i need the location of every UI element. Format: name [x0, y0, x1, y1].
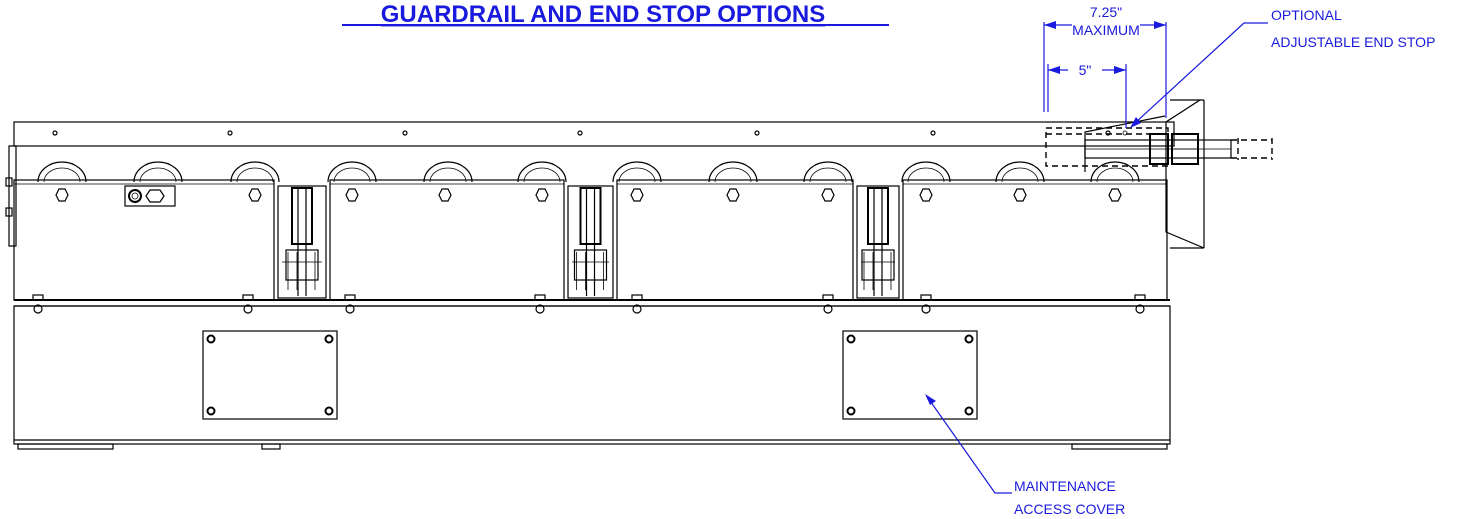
bolt-plate: [124, 185, 176, 207]
callout-access-cover-line1: MAINTENANCE: [1014, 478, 1116, 494]
callout-access-cover: MAINTENANCE ACCESS COVER: [925, 394, 1125, 517]
base-bolt: [920, 294, 932, 314]
roller: [708, 161, 758, 183]
side-panel: [329, 179, 565, 301]
callout-end-stop: OPTIONAL ADJUSTABLE END STOP: [1130, 7, 1435, 128]
roller: [517, 161, 567, 183]
access-cover-left: [202, 330, 338, 420]
hex-bolt: [438, 188, 452, 202]
rail-hole: [402, 130, 408, 136]
dimension-minimum-value: 5": [1079, 62, 1092, 78]
dimension-maximum-value: 7.25": [1090, 4, 1122, 20]
dimension-maximum: 7.25" MAXIMUM: [1043, 4, 1167, 118]
dimension-maximum-label: MAXIMUM: [1072, 22, 1140, 38]
roller-bracket: [567, 185, 614, 299]
roller: [133, 161, 183, 183]
rail-hole: [754, 130, 760, 136]
roller: [327, 161, 377, 183]
hex-bolt: [55, 188, 69, 202]
roller: [230, 161, 280, 183]
hex-bolt: [345, 188, 359, 202]
side-panel: [616, 179, 854, 301]
roller: [37, 161, 87, 183]
hex-bolt: [248, 188, 262, 202]
roller-bracket: [277, 185, 327, 299]
roller: [1090, 161, 1140, 183]
base-bolt: [32, 294, 44, 314]
hex-bolt: [1108, 188, 1122, 202]
roller-side-panels: [13, 179, 1168, 301]
hex-bolt: [535, 188, 549, 202]
roller-bracket: [856, 185, 900, 299]
roller: [803, 161, 853, 183]
rail-hole: [577, 130, 583, 136]
base-bolt: [344, 294, 356, 314]
hex-bolt: [821, 188, 835, 202]
base-bolt: [631, 294, 643, 314]
panel-brackets: [277, 185, 900, 299]
base-channel: [13, 294, 1171, 450]
hex-bolt: [630, 188, 644, 202]
guardrail: [13, 121, 1175, 147]
side-panel: [902, 179, 1168, 301]
hex-bolt: [919, 188, 933, 202]
hex-bolt: [1013, 188, 1027, 202]
drawing-title: GUARDRAIL AND END STOP OPTIONS: [381, 1, 826, 28]
rollers: [37, 161, 1140, 183]
base-bolt: [534, 294, 546, 314]
callout-end-stop-line1: OPTIONAL: [1271, 7, 1342, 23]
rail-hole: [1105, 130, 1111, 136]
base-bolt: [1134, 294, 1146, 314]
hex-bolt: [726, 188, 740, 202]
base-bolt: [822, 294, 834, 314]
rail-hole: [930, 130, 936, 136]
dimension-minimum: 5": [1047, 62, 1127, 128]
roller: [901, 161, 951, 183]
base-bolt: [242, 294, 254, 314]
rail-hole: [52, 130, 58, 136]
side-panel: [13, 179, 275, 301]
roller: [995, 161, 1045, 183]
rail-hole: [227, 130, 233, 136]
callout-end-stop-line2: ADJUSTABLE END STOP: [1271, 34, 1435, 50]
roller: [612, 161, 662, 183]
roller: [423, 161, 473, 183]
access-cover-right: [842, 330, 978, 420]
frame-left-end: [5, 145, 17, 247]
callout-access-cover-line2: ACCESS COVER: [1014, 501, 1125, 517]
